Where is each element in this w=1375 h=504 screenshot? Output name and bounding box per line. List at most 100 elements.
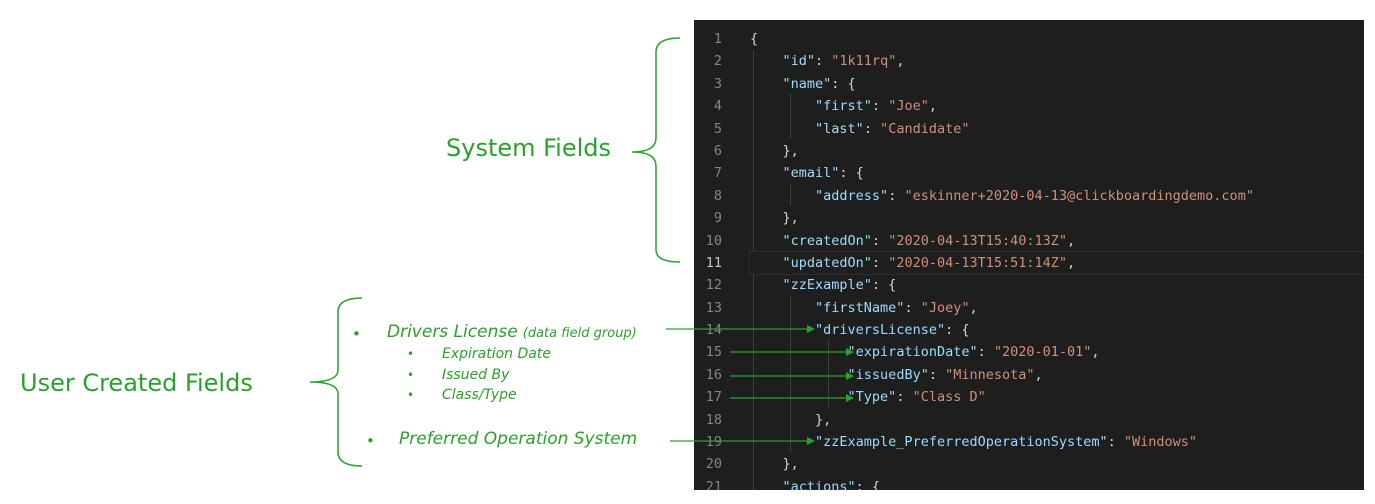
code-line[interactable]: "Type": "Class D" — [750, 386, 1364, 408]
json-key: "updatedOn" — [782, 254, 872, 271]
line-number: 15 — [705, 344, 722, 361]
indent — [750, 255, 783, 271]
json-punctuation: : { — [831, 75, 856, 92]
code-line[interactable]: }, — [750, 409, 1364, 431]
code-line[interactable]: "driversLicense": { — [750, 319, 1364, 341]
drivers-license-text: Drivers License — [387, 322, 518, 342]
preferred-os-label: Preferred Operation System — [399, 429, 638, 449]
code-line[interactable]: "zzExample": { — [750, 274, 1364, 296]
json-string: "Joey" — [920, 299, 970, 316]
bullet-class-type: • — [407, 388, 415, 402]
line-number: 13 — [705, 299, 722, 316]
json-punctuation: }, — [782, 210, 799, 227]
line-number: 16 — [705, 366, 722, 383]
indent — [750, 367, 848, 383]
indent — [750, 300, 815, 316]
json-string: "Joe" — [888, 98, 929, 115]
json-key: "driversLicense" — [815, 322, 946, 339]
code-line[interactable]: "name": { — [750, 73, 1364, 95]
bullet-issued-by: • — [407, 368, 415, 382]
json-string: "Windows" — [1123, 434, 1198, 451]
indent — [750, 53, 783, 69]
json-punctuation: }, — [815, 411, 832, 428]
code-line[interactable]: "actions": { — [750, 476, 1364, 490]
json-string: "eskinner+2020-04-13@clickboardingdemo.c… — [904, 187, 1254, 204]
indent — [750, 98, 815, 114]
json-string: "2020-04-13T15:51:14Z" — [888, 254, 1067, 271]
code-line[interactable]: "expirationDate": "2020-01-01", — [750, 341, 1364, 363]
json-string: "Candidate" — [880, 120, 970, 137]
json-punctuation: }, — [782, 456, 799, 473]
indent — [750, 434, 815, 450]
code-line[interactable]: }, — [750, 453, 1364, 475]
json-punctuation: , — [969, 299, 978, 316]
code-line[interactable]: "issuedBy": "Minnesota", — [750, 364, 1364, 386]
json-key: "zzExample" — [782, 277, 872, 294]
indent-guide — [790, 296, 791, 452]
json-key: "createdOn" — [782, 232, 872, 249]
json-punctuation: : — [904, 299, 921, 316]
code-line[interactable]: { — [750, 28, 1364, 50]
code-line[interactable]: }, — [750, 207, 1364, 229]
json-punctuation: : — [888, 187, 905, 204]
indent — [750, 412, 815, 428]
line-number: 6 — [713, 142, 722, 159]
line-number: 18 — [705, 411, 722, 428]
json-punctuation: , — [896, 53, 905, 70]
code-line[interactable]: "last": "Candidate" — [750, 118, 1364, 140]
json-punctuation: : — [863, 120, 881, 137]
json-key: "address" — [815, 187, 889, 204]
bullet-drivers-license: • — [352, 325, 361, 343]
indent — [750, 143, 783, 159]
indent — [750, 165, 783, 181]
indent — [750, 389, 848, 405]
line-number: 14 — [705, 322, 722, 339]
indent — [750, 121, 815, 137]
line-number: 7 — [713, 165, 722, 182]
expiration-date-label: Expiration Date — [442, 346, 551, 362]
class-type-label: Class/Type — [442, 387, 517, 403]
json-punctuation: , — [1067, 232, 1076, 249]
json-key: "firstName" — [815, 299, 905, 316]
code-line[interactable]: "email": { — [750, 162, 1364, 184]
json-key: "first" — [815, 98, 872, 115]
user-created-fields-label: User Created Fields — [20, 369, 253, 397]
json-key: "zzExample_PreferredOperationSystem" — [815, 434, 1108, 451]
line-number: 21 — [705, 478, 722, 490]
json-key: "Type" — [847, 389, 897, 406]
json-punctuation: : — [1107, 434, 1124, 451]
code-line[interactable]: "updatedOn": "2020-04-13T15:51:14Z", — [749, 250, 1364, 276]
code-content[interactable]: { "id": "1k11rq", "name": { "first": "Jo… — [749, 28, 1364, 490]
code-line[interactable]: }, — [750, 140, 1364, 162]
json-key: "last" — [815, 120, 864, 137]
code-line[interactable]: "firstName": "Joey", — [750, 297, 1364, 319]
code-line[interactable]: "createdOn": "2020-04-13T15:40:13Z", — [750, 230, 1364, 252]
line-number: 4 — [713, 98, 722, 115]
line-number: 1 — [713, 31, 722, 47]
code-line[interactable]: "first": "Joe", — [750, 95, 1364, 117]
indent-guide — [828, 340, 829, 407]
json-punctuation: , — [928, 98, 937, 115]
line-number: 8 — [713, 187, 722, 204]
line-number: 5 — [713, 120, 722, 137]
indent — [750, 233, 783, 249]
json-punctuation: : { — [945, 322, 970, 339]
code-line[interactable]: "zzExample_PreferredOperationSystem": "W… — [750, 431, 1364, 453]
json-punctuation: : — [871, 232, 889, 249]
json-string: "Minnesota" — [945, 366, 1035, 383]
code-line[interactable]: "id": "1k11rq", — [750, 50, 1364, 72]
code-line[interactable]: "address": "eskinner+2020-04-13@clickboa… — [750, 185, 1364, 207]
json-key: "id" — [782, 53, 816, 70]
json-key: "name" — [782, 75, 832, 92]
json-punctuation: : — [977, 344, 994, 361]
line-number: 12 — [705, 277, 722, 294]
drivers-license-label: Drivers License (data field group) — [387, 322, 637, 342]
json-key: "issuedBy" — [847, 366, 929, 383]
json-key: "expirationDate" — [847, 344, 978, 361]
line-number: 10 — [705, 232, 722, 249]
line-number: 17 — [705, 389, 722, 406]
json-punctuation: , — [1091, 344, 1100, 361]
json-punctuation: : — [928, 366, 946, 383]
